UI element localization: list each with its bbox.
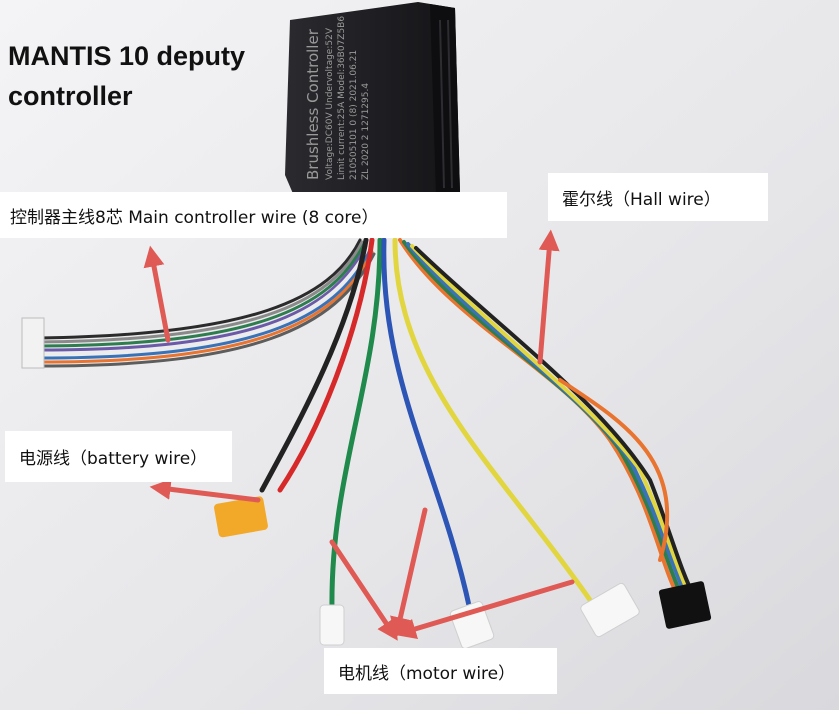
arrow-main-wire (143, 245, 171, 343)
label-hall-wire: 霍尔线（Hall wire） (548, 173, 768, 221)
motor-plug-green (319, 604, 345, 646)
title-line-2: controller (8, 81, 133, 111)
label-battery-wire: 电源线（battery wire） (5, 431, 232, 482)
label-motor-wire: 电机线（motor wire） (324, 648, 557, 694)
title-line-1: MANTIS 10 deputy (8, 41, 246, 71)
arrow-motor-green (329, 539, 398, 641)
hall-connector (658, 581, 712, 629)
motor-wires (319, 237, 640, 649)
xt-battery-connector (214, 496, 268, 538)
arrow-motor-blue (390, 507, 428, 639)
image-title: MANTIS 10 deputy controller (8, 36, 308, 116)
arrow-hall-wire (537, 229, 560, 365)
motor-plug-yellow (580, 582, 640, 638)
annotation-arrows (143, 229, 575, 641)
arrow-battery-wire (149, 478, 261, 503)
battery-wire (214, 237, 375, 538)
main-wire-connector (21, 317, 45, 369)
controller-box: Brushless Controller Voltage:DC60V Under… (285, 2, 460, 210)
hall-wires (398, 238, 712, 629)
label-main-controller-wire: 控制器主线8芯 Main controller wire (8 core） (0, 192, 507, 238)
controller-spec-2: Limit current:25A Model:36B07Z5B6 (337, 16, 347, 180)
controller-spec-1: Voltage:DC60V Undervoltage:52V (325, 27, 335, 180)
controller-spec-4: ZL 2020 2 1271295.4 (361, 83, 371, 180)
arrow-motor-yellow (394, 579, 575, 640)
controller-spec-3: 210505101 0 (8) 2021.06.21 (349, 50, 359, 180)
controller-model-name: Brushless Controller (304, 28, 322, 180)
